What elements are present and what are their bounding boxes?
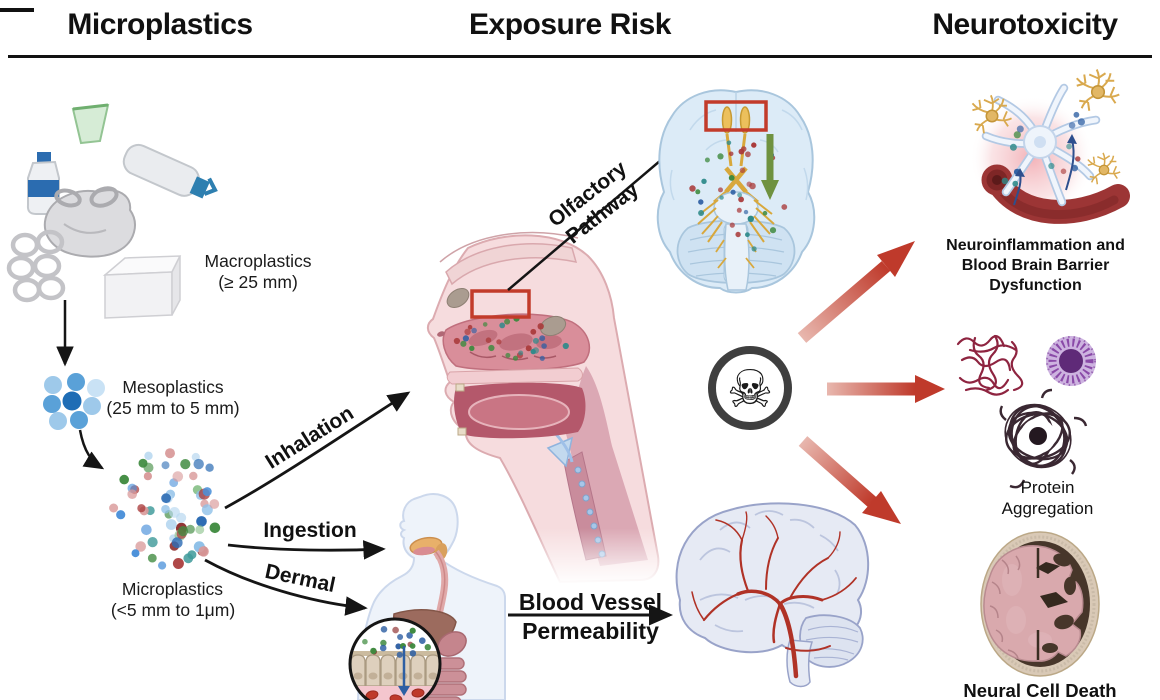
red-blood-cells	[365, 688, 425, 700]
macroplastics-size: (≥ 25 mm)	[218, 272, 298, 292]
inhalation-arrow	[224, 391, 411, 510]
microplastics-size: (<5 mm to 1μm)	[110, 600, 236, 620]
protein-aggregation-label-line1: Protein	[1020, 478, 1075, 497]
column-title-neurotoxicity: Neurotoxicity	[932, 8, 1118, 41]
lateral-brain-illustration	[675, 502, 870, 688]
tongue-illustration	[468, 394, 570, 430]
brain-blood-vessels	[691, 511, 857, 679]
olfactory-bulb-highlight-box	[704, 100, 768, 132]
protein-aggregation-label-line2: Aggregation	[1001, 499, 1094, 518]
protein-aggregation-illustration	[956, 334, 1096, 489]
head-cross-section-illustration	[426, 231, 670, 585]
permeability-label: Permeability	[522, 618, 659, 644]
microplastics-label: Microplastics	[121, 579, 224, 599]
toxicity-symbol-ring	[708, 346, 792, 430]
ingestion-arrow	[227, 540, 386, 560]
barrier-inset-illustration	[348, 617, 442, 700]
skull-crossbones-icon: ☠	[726, 360, 774, 420]
neural-cell-death-illustration	[980, 531, 1100, 677]
neuroinflammation-illustration	[970, 68, 1130, 224]
inferior-brain-illustration	[656, 89, 816, 294]
header-divider	[8, 55, 1152, 58]
blood-vessel-label: Blood Vessel	[518, 589, 663, 615]
olfactory-nerves-illustration	[697, 106, 775, 291]
microplastics-illustration	[109, 448, 221, 570]
macroplastics-label: Macroplastics	[204, 251, 312, 271]
macroplastics-illustration	[6, 103, 218, 319]
fibril-tangle	[956, 334, 1024, 396]
mesoplastics-illustration	[43, 373, 105, 430]
mesoplastics-label: Mesoplastics	[122, 377, 224, 397]
foam-box-icon	[102, 255, 182, 319]
dermal-arrow	[204, 558, 368, 616]
mesoplastics-size: (25 mm to 5 mm)	[106, 398, 240, 418]
neurofibrillary-tangle	[999, 388, 1088, 489]
neuroinflammation-label-line3: Dysfunction	[989, 277, 1082, 294]
neural-cell-death-label: Neural Cell Death	[963, 680, 1117, 700]
plastic-bag-icon	[43, 186, 136, 258]
plastic-cup-icon	[71, 103, 110, 145]
column-title-exposure-risk: Exposure Risk	[469, 8, 671, 41]
spray-bottle-icon	[122, 143, 218, 199]
microglia-icon	[1075, 68, 1121, 112]
ingestion-label: Ingestion	[263, 519, 357, 542]
outcome-arrows	[797, 241, 945, 524]
olfactory-region-highlight-box	[470, 289, 531, 319]
six-pack-rings-icon	[6, 229, 66, 303]
amyloid-plaque	[1046, 336, 1096, 386]
neuroinflammation-label-line1: Neuroinflammation and	[946, 237, 1125, 254]
translocation-arrow-green	[761, 134, 779, 200]
column-title-microplastics: Microplastics	[67, 8, 253, 41]
neuroinflammation-label-line2: Blood Brain Barrier	[961, 257, 1110, 274]
top-border-fragment	[0, 8, 34, 12]
meso-to-micro-arrow	[78, 429, 105, 470]
